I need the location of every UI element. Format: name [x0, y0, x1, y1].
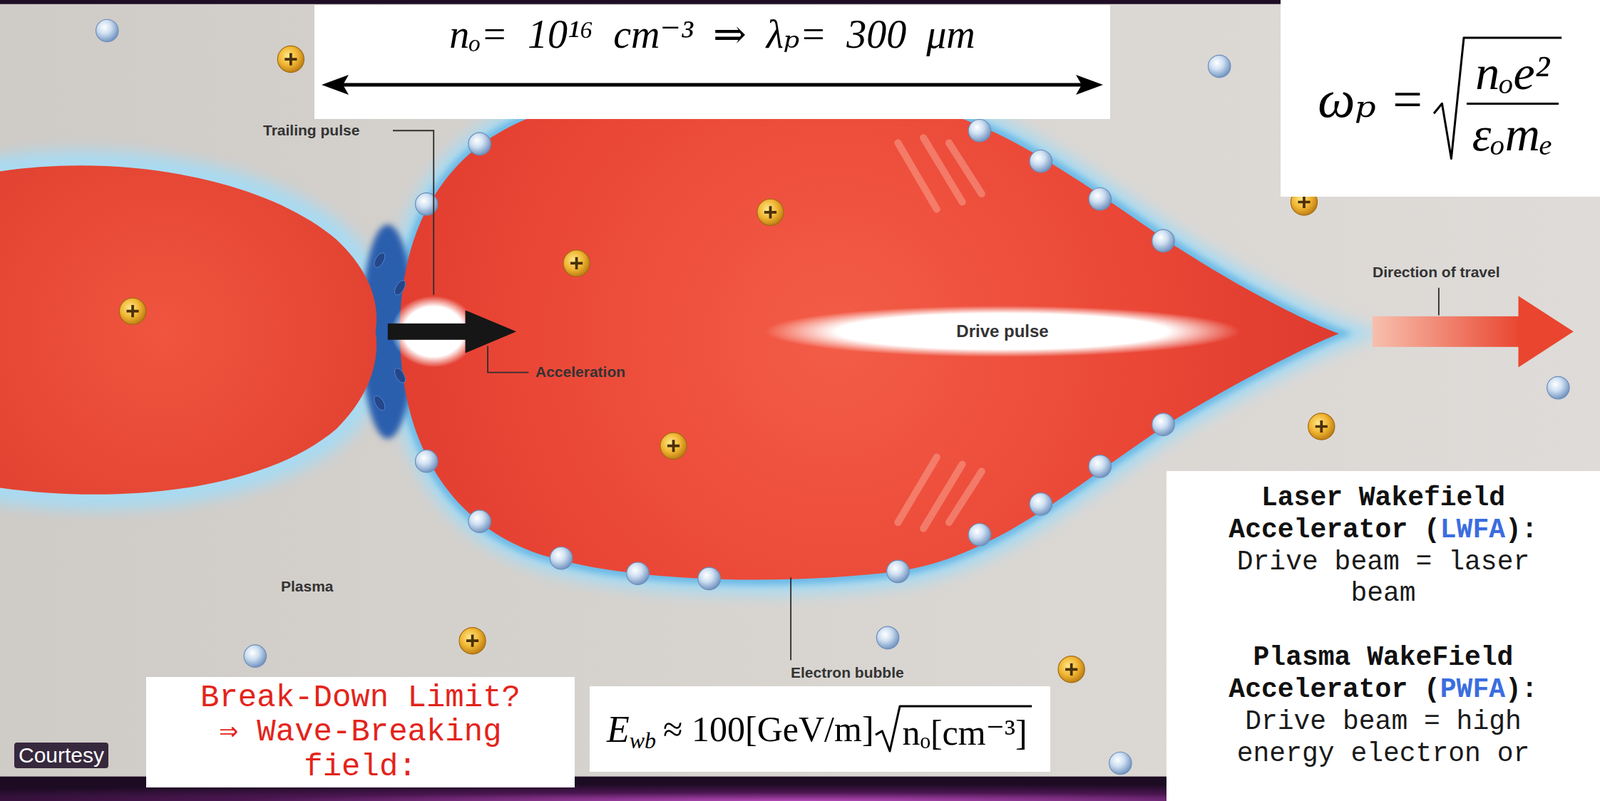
- pulse-ellipse: [765, 305, 1240, 358]
- ion: [1058, 656, 1085, 684]
- field-symbol: E: [606, 708, 630, 751]
- arrow-shaft: [1372, 316, 1522, 348]
- subscript: wb: [629, 727, 656, 755]
- ion: [563, 250, 590, 277]
- ions: [119, 45, 1335, 683]
- electron: [549, 546, 572, 570]
- electron: [1152, 229, 1175, 253]
- fraction: nₒe² εₒmₑ: [1466, 46, 1559, 162]
- text-group: Drive beam = laser beam: [1212, 546, 1555, 612]
- fraction-bar: [1466, 102, 1559, 105]
- electron: [1109, 752, 1132, 776]
- electron: [468, 132, 491, 156]
- electron: [968, 119, 991, 143]
- electron: [886, 560, 910, 584]
- wave-breaking-formula-box: Ewb≈ 100[GeV/m] nₒ[cm⁻³]: [589, 686, 1051, 773]
- ion: [119, 298, 146, 325]
- arrow-head: [1518, 295, 1574, 368]
- pointer-label: Acceleration: [535, 362, 626, 382]
- leader-line: [392, 130, 434, 296]
- ion: [459, 628, 486, 655]
- text-group: Drive beam = high energy electron or: [1212, 706, 1555, 771]
- acceleration-arrow: [387, 310, 517, 353]
- electron: [392, 366, 408, 386]
- electron: [1029, 149, 1052, 173]
- streak: [923, 464, 962, 529]
- drive-pulse: Drive pulse: [765, 305, 1240, 358]
- text-group: Plasma WakeField Accelerator (PWFA):: [1212, 642, 1555, 707]
- acronym: LWFA: [1440, 514, 1506, 546]
- travel-arrow: [1372, 295, 1574, 368]
- pointer-label: Direction of travel: [1372, 263, 1501, 282]
- text-group: Laser Wakefield Accelerator (LWFA):: [1212, 482, 1555, 547]
- numerator: nₒe²: [1469, 46, 1556, 100]
- formula-text: nₒ= 10¹⁶ cm⁻³ ⇒ λₚ= 300 μm: [314, 10, 1111, 59]
- arrow-head: [1075, 74, 1104, 95]
- electron: [372, 394, 388, 413]
- electron: [392, 278, 408, 298]
- electron: [1088, 455, 1111, 479]
- credit-text: Courtesy: [14, 742, 109, 769]
- electron: [1152, 413, 1175, 437]
- streak: [923, 137, 962, 202]
- heading-text: ):: [1505, 674, 1538, 706]
- leader-line: [487, 345, 529, 373]
- formula-text: ≈ 100[GeV/m]: [663, 708, 874, 751]
- body-text: Drive beam = laser beam: [1237, 546, 1530, 610]
- electron: [372, 250, 388, 270]
- electron: [626, 562, 649, 586]
- radical-sign: nₒe² εₒmₑ: [1432, 36, 1563, 162]
- pulse-label: Drive pulse: [956, 321, 1049, 342]
- arrow-shaft: [387, 323, 470, 341]
- breakdown-note-box: Break-Down Limit? ⇒ Wave-Breaking field:: [146, 677, 575, 788]
- ion: [757, 198, 784, 226]
- plasma-frequency-box: ωₚ = nₒe² εₒmₑ: [1280, 0, 1600, 197]
- pointer-label: Trailing pulse: [263, 121, 360, 140]
- note-text: Break-Down Limit? ⇒ Wave-Breaking field:: [192, 680, 529, 785]
- electron: [1207, 54, 1230, 78]
- electron: [96, 19, 119, 43]
- electron: [876, 626, 899, 650]
- electron: [1547, 376, 1570, 400]
- formula-lhs: ωₚ =: [1317, 67, 1425, 130]
- arrow-head: [321, 74, 349, 95]
- ion: [1308, 413, 1335, 440]
- span-line: [335, 83, 1089, 87]
- accelerator-types-box: Laser Wakefield Accelerator (LWFA):Drive…: [1166, 471, 1600, 801]
- radical-sign: nₒ[cm⁻³]: [874, 705, 1034, 754]
- ion: [277, 45, 304, 73]
- radicand: nₒ[cm⁻³]: [902, 712, 1031, 754]
- electron: [414, 449, 438, 473]
- previous-bubble: [0, 165, 377, 495]
- streak: [949, 142, 982, 194]
- ion: [660, 432, 687, 460]
- electron: [243, 645, 266, 669]
- electron: [1029, 493, 1052, 517]
- electron: [968, 524, 991, 547]
- density-formula-box: nₒ= 10¹⁶ cm⁻³ ⇒ λₚ= 300 μm: [314, 4, 1111, 120]
- electron: [1088, 187, 1111, 211]
- blob-halo: [0, 165, 377, 495]
- denominator: εₒmₑ: [1466, 107, 1559, 162]
- heading-text: ):: [1505, 514, 1538, 546]
- leader-line: [1438, 288, 1440, 316]
- leader-line: [790, 577, 792, 661]
- arrow-head: [465, 310, 517, 353]
- streak: [949, 472, 982, 524]
- electron: [468, 510, 491, 534]
- acronym: PWFA: [1440, 674, 1506, 706]
- pointer-label: Electron bubble: [790, 663, 905, 683]
- electron-sheath: [0, 93, 1340, 580]
- electron: [414, 193, 438, 217]
- body-text: Drive beam = high energy electron or: [1237, 706, 1530, 770]
- region-label: Plasma: [280, 577, 334, 597]
- electron: [698, 567, 721, 591]
